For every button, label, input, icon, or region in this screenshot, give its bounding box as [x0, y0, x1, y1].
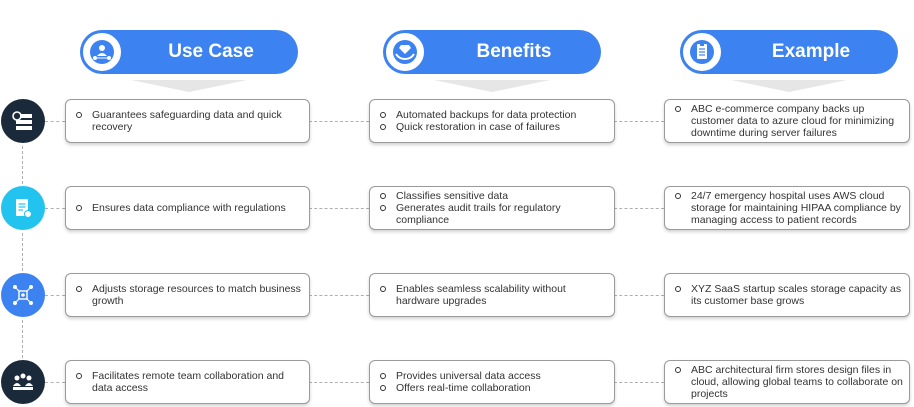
row-connector [309, 382, 369, 383]
benefits-box: Classifies sensitive data Generates audi… [369, 186, 615, 230]
row-connector [45, 121, 65, 122]
list-item: Provides universal data access [379, 370, 608, 382]
row-connector [309, 121, 369, 122]
list-item: Guarantees safeguarding data and quick r… [75, 109, 303, 133]
row-connector [614, 295, 664, 296]
vertical-connector [22, 146, 23, 184]
row-connector [45, 382, 65, 383]
list-item: Adjusts storage resources to match busin… [75, 283, 303, 307]
header-pointer [434, 80, 550, 92]
benefits-box: Enables seamless scalability without har… [369, 273, 615, 317]
use-case-box: Adjusts storage resources to match busin… [65, 273, 310, 317]
list-item: Classifies sensitive data [379, 190, 608, 202]
row-connector [614, 121, 664, 122]
column-header-use-case: Use Case [80, 30, 298, 74]
use-case-box: Facilitates remote team collaboration an… [65, 360, 310, 404]
vertical-connector [22, 233, 23, 271]
column-header-example: Example [680, 30, 898, 74]
list-item: ABC e-commerce company backs up customer… [674, 103, 903, 139]
list-item: Automated backups for data protection [379, 109, 608, 121]
list-item: Quick restoration in case of failures [379, 121, 608, 133]
list-item: Facilitates remote team collaboration an… [75, 370, 303, 394]
benefits-box: Provides universal data access Offers re… [369, 360, 615, 404]
column-header-benefits: Benefits [383, 30, 601, 74]
list-item: Ensures data compliance with regulations [75, 202, 303, 214]
list-item: Enables seamless scalability without har… [379, 283, 608, 307]
example-box: ABC e-commerce company backs up customer… [664, 99, 910, 143]
list-item: ABC architectural firm stores design fil… [674, 364, 903, 400]
row-connector [309, 295, 369, 296]
scalability-network-icon [1, 273, 45, 317]
header-pointer [731, 80, 847, 92]
clipboard-list-icon [681, 31, 723, 73]
row-connector [309, 208, 369, 209]
use-case-box: Guarantees safeguarding data and quick r… [65, 99, 310, 143]
list-item: XYZ SaaS startup scales storage capacity… [674, 283, 903, 307]
example-box: ABC architectural firm stores design fil… [664, 360, 910, 404]
header-pointer [131, 80, 247, 92]
column-header-title: Example [771, 41, 851, 62]
column-header-title: Benefits [476, 41, 552, 62]
network-user-icon [81, 31, 123, 73]
row-connector [45, 295, 65, 296]
use-case-box: Ensures data compliance with regulations [65, 186, 310, 230]
list-item: Generates audit trails for regulatory co… [379, 202, 608, 226]
example-box: XYZ SaaS startup scales storage capacity… [664, 273, 910, 317]
list-item: 24/7 emergency hospital uses AWS cloud s… [674, 190, 903, 226]
row-connector [45, 208, 65, 209]
benefits-box: Automated backups for data protection Qu… [369, 99, 615, 143]
row-connector [614, 208, 664, 209]
vertical-connector [22, 320, 23, 358]
column-header-title: Use Case [168, 41, 254, 62]
compliance-document-icon [1, 186, 45, 230]
row-connector [614, 382, 664, 383]
example-box: 24/7 emergency hospital uses AWS cloud s… [664, 186, 910, 230]
data-server-icon [1, 99, 45, 143]
list-item: Offers real-time collaboration [379, 382, 608, 394]
team-collaboration-icon [1, 360, 45, 404]
hand-gem-icon [384, 31, 426, 73]
